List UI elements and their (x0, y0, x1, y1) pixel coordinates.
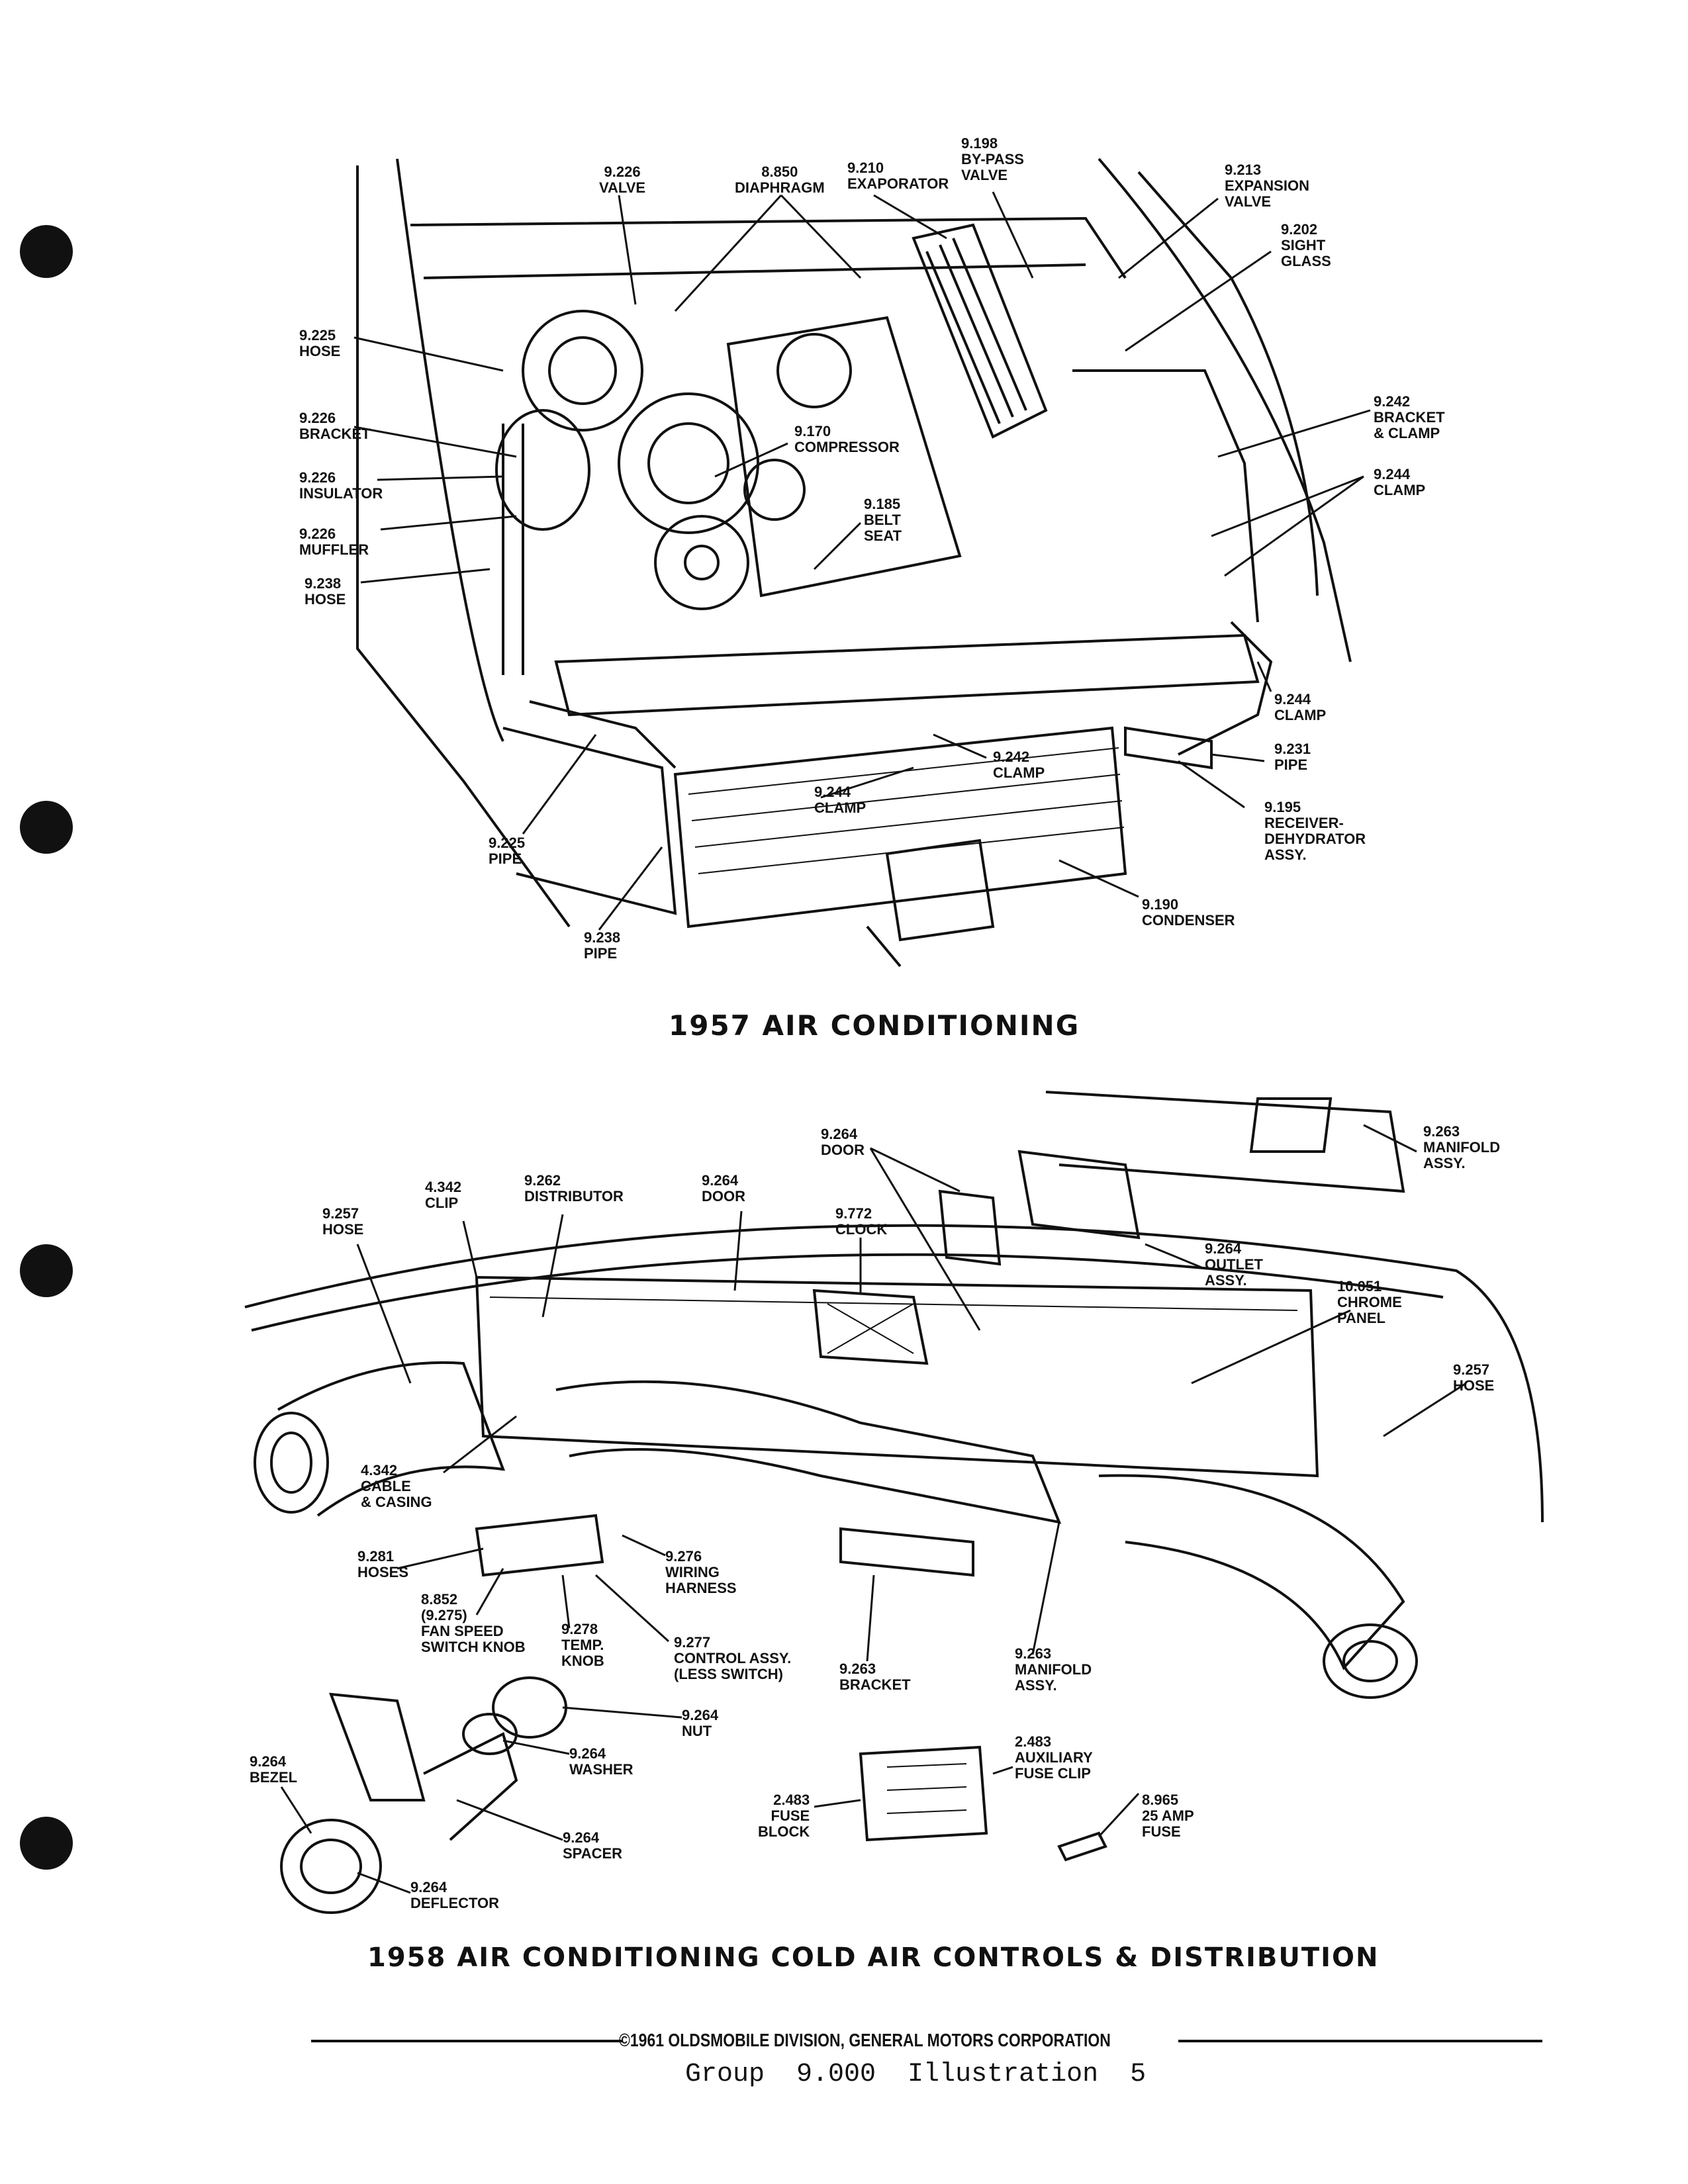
label-deflector: 9.264 DEFLECTOR (410, 1879, 500, 1911)
grille-left (502, 727, 677, 915)
binder-hole-3 (20, 1244, 73, 1297)
label-pipe-9-225: 9.225 PIPE (489, 835, 526, 867)
bezel-sleeve (328, 1692, 426, 1801)
label-spacer: 9.264 SPACER (563, 1829, 623, 1862)
label-door-top: 9.264 DOOR (821, 1126, 865, 1158)
fuse-glass (1057, 1831, 1107, 1862)
left-fender-line (356, 165, 571, 928)
label-bezel: 9.264 BEZEL (250, 1753, 298, 1786)
title-1957: 1957 AIR CONDITIONING (669, 1009, 1080, 1042)
label-fuse-25-amp: 8.965 25 AMP FUSE (1142, 1792, 1194, 1840)
distribution-duct (475, 1275, 1319, 1478)
label-chrome-panel: 10.051 CHROME PANEL (1337, 1278, 1402, 1326)
fuse-block-body (859, 1745, 988, 1842)
manifold-bracket (839, 1527, 974, 1577)
label-muffler: 9.226 MUFFLER (299, 525, 369, 558)
label-manifold-top: 9.263 MANIFOLD ASSY. (1423, 1123, 1501, 1171)
label-bracket-9-263: 9.263 BRACKET (839, 1661, 911, 1693)
label-hose-right: 9.257 HOSE (1453, 1361, 1495, 1394)
engine-block (726, 316, 962, 598)
dash-outline (244, 1224, 1544, 1523)
left-fender-inner (396, 158, 504, 742)
label-hose-9-238: 9.238 HOSE (305, 575, 346, 608)
label-fan-speed-knob: 8.852 (9.275) FAN SPEED SWITCH KNOB (421, 1591, 526, 1655)
clock-housing (812, 1289, 929, 1365)
label-hoses-9-281: 9.281 HOSES (357, 1548, 409, 1580)
door-flap (938, 1189, 1002, 1266)
label-insulator: 9.226 INSULATOR (299, 469, 383, 502)
label-sight-glass: 9.202 SIGHT GLASS (1281, 221, 1331, 269)
label-fuse-block: 2.483 FUSE BLOCK (758, 1792, 810, 1840)
manifold-upper (1249, 1097, 1333, 1153)
label-bracket-9-226: 9.226 BRACKET (299, 410, 371, 442)
label-clip: 4.342 CLIP (425, 1179, 462, 1211)
hose-left-body (277, 1361, 506, 1517)
binder-hole-2 (20, 801, 73, 854)
label-belt-seat: 9.185 BELT SEAT (864, 496, 902, 544)
oil-cap (776, 333, 852, 408)
title-1958: 1958 AIR CONDITIONING COLD AIR CONTROLS … (367, 1942, 1380, 1973)
label-distributor: 9.262 DISTRIBUTOR (524, 1172, 624, 1205)
dash-distribution-illustration (244, 1091, 1544, 1914)
label-compressor: 9.170 COMPRESSOR (794, 423, 900, 455)
label-diaphragm: 8.850 DIAPHRAGM (735, 163, 825, 196)
binder-hole-4 (20, 1817, 73, 1870)
copyright-line: ©1961 OLDSMOBILE DIVISION, GENERAL MOTOR… (619, 2030, 1111, 2050)
hose-right-body (1098, 1474, 1405, 1670)
label-clamp-9-244-center: 9.244 CLAMP (814, 784, 867, 816)
deflector-ring (280, 1819, 382, 1914)
label-expansion-valve: 9.213 EXPANSION VALVE (1225, 161, 1309, 210)
engine-bay-illustration (353, 158, 1371, 968)
label-condenser: 9.190 CONDENSER (1142, 896, 1235, 929)
label-temp-knob: 9.278 TEMP. KNOB (561, 1621, 604, 1669)
label-bracket-clamp: 9.242 BRACKET & CLAMP (1374, 393, 1445, 441)
outlet-assy-body (1017, 1150, 1141, 1240)
label-clamp-9-242: 9.242 CLAMP (993, 749, 1045, 781)
evaporator-core (912, 223, 1048, 439)
belt-pulley (654, 515, 749, 610)
label-washer: 9.264 WASHER (569, 1745, 633, 1778)
binder-hole-1 (20, 225, 73, 278)
label-wiring-harness: 9.276 WIRING HARNESS (665, 1548, 737, 1596)
label-clock: 9.772 CLOCK (835, 1205, 888, 1238)
radiator-top-tank (554, 633, 1260, 717)
hose-right-outlet (1323, 1623, 1418, 1699)
label-receiver-dehydrator: 9.195 RECEIVER- DEHYDRATOR ASSY. (1264, 799, 1366, 863)
condenser-core (673, 726, 1127, 929)
control-assy-body (475, 1514, 604, 1577)
label-valve-9-226: 9.226 VALVE (599, 163, 646, 196)
label-nut: 9.264 NUT (682, 1707, 719, 1739)
receiver-pipe (1178, 621, 1273, 756)
label-pipe-9-231: 9.231 PIPE (1274, 741, 1311, 773)
label-manifold-low: 9.263 MANIFOLD ASSY. (1015, 1645, 1092, 1694)
label-evaporator: 9.210 EXAPORATOR (847, 159, 949, 192)
label-pipe-9-238: 9.238 PIPE (584, 929, 621, 962)
label-cable-casing: 4.342 CABLE & CASING (361, 1462, 432, 1510)
group-illustration-number: Group 9.000 Illustration 5 (685, 2060, 1147, 2089)
muffler-body (495, 409, 590, 531)
compressor-pulley (522, 310, 643, 432)
label-control-assy: 9.277 CONTROL ASSY. (LESS SWITCH) (674, 1634, 792, 1682)
hose-left-outlet (254, 1412, 329, 1514)
label-door-mid: 9.264 DOOR (702, 1172, 745, 1205)
label-aux-fuse-clip: 2.483 AUXILIARY FUSE CLIP (1015, 1733, 1093, 1782)
upper-panel (1045, 1091, 1405, 1193)
label-bypass-valve: 9.198 BY-PASS VALVE (961, 135, 1024, 183)
label-hose-9-225: 9.225 HOSE (299, 327, 341, 359)
label-outlet-assy: 9.264 OUTLET ASSY. (1205, 1240, 1263, 1289)
compressor-body (618, 392, 759, 534)
label-clamp-9-244-right: 9.244 CLAMP (1374, 466, 1426, 498)
receiver-dehydrator (1124, 726, 1213, 770)
label-hose-left: 9.257 HOSE (322, 1205, 364, 1238)
label-clamp-9-244-lower: 9.244 CLAMP (1274, 691, 1327, 723)
